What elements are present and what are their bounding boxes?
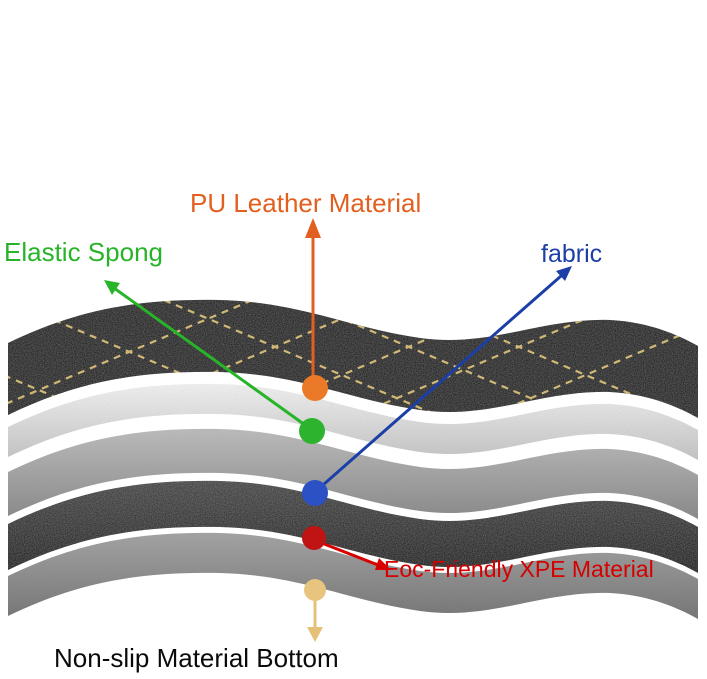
layer-pu-leather-texture (8, 299, 698, 418)
layer-fabric-texture (8, 428, 698, 519)
fabric-arrowhead (556, 266, 572, 281)
label-xpe-material: Eoc-Friendly XPE Material (384, 556, 654, 582)
elastic-sponge-dot (299, 418, 325, 444)
layer-non-slip-bottom-texture (8, 532, 698, 619)
label-pu-leather-material: PU Leather Material (190, 188, 422, 218)
fabric-dot (302, 480, 328, 506)
non-slip-arrowhead (307, 627, 323, 642)
elastic-sponge-arrowhead (104, 280, 120, 295)
elastic-sponge-arrow-line (113, 286, 313, 432)
xpe-dot (302, 526, 326, 550)
label-elastic-sponge: Elastic Spong (4, 237, 163, 267)
fabric-arrow-line (314, 274, 562, 494)
label-non-slip-bottom: Non-slip Material Bottom (54, 643, 339, 673)
xpe-arrowhead (375, 558, 391, 570)
pu-leather-dot (302, 375, 328, 401)
pu-leather-arrowhead (305, 218, 321, 238)
layer-elastic-sponge-texture (8, 383, 698, 460)
label-fabric: fabric (541, 240, 603, 268)
non-slip-dot (304, 579, 326, 601)
xpe-arrow-line (313, 538, 379, 567)
layer-xpe-texture (8, 480, 698, 573)
